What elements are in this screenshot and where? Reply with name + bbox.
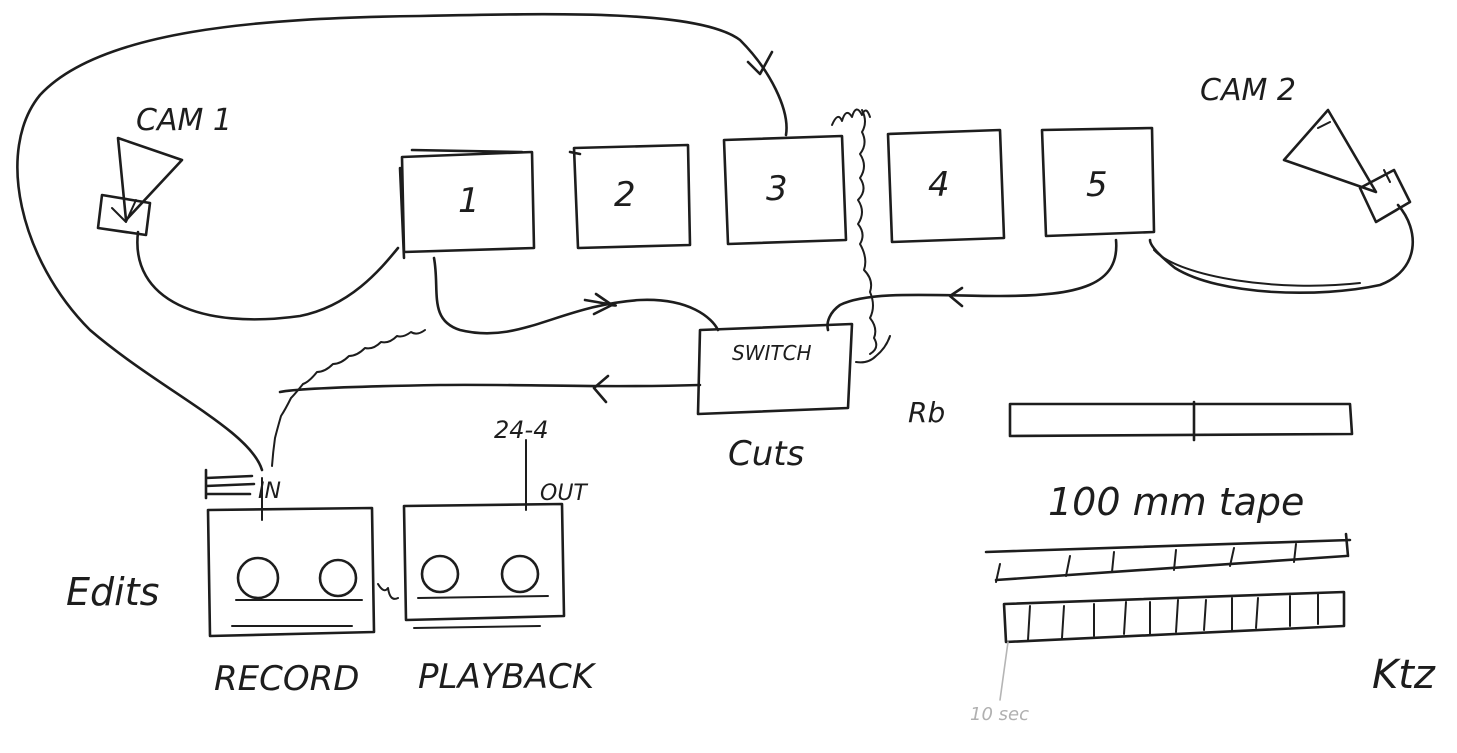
cam1-to-monitor-1 [137, 232, 398, 319]
monitor-5-number: 5 [1086, 165, 1108, 205]
cuts-label: Cuts [728, 434, 804, 474]
arrowhead-switch-out [594, 376, 608, 402]
playback-deck [404, 504, 564, 628]
switch-outline [698, 324, 852, 414]
monitor-3-number: 3 [766, 169, 788, 209]
cam2-to-monitor-5-double [1154, 250, 1360, 286]
scratched-word [206, 470, 254, 498]
tape-label: 100 mm tape [1048, 480, 1304, 524]
edits-label: Edits [66, 570, 159, 614]
wavy-monitor1-to-record [272, 330, 425, 466]
monitor-4: 4 [888, 130, 1004, 242]
playback-label: PLAYBACK [418, 657, 597, 697]
monitor-1-number: 1 [458, 181, 480, 221]
switch-box: SWITCH [698, 324, 852, 414]
playback-reel-left [422, 556, 458, 592]
monitor-1-to-switch [434, 258, 718, 333]
tape-strip-3 [1004, 592, 1344, 642]
monitor-4-number: 4 [928, 165, 950, 205]
scribble-mid: Rb [908, 396, 945, 429]
record-deck [208, 508, 374, 636]
record-in-label: IN [258, 479, 281, 504]
switch-output-line [280, 385, 700, 392]
record-reel-right [320, 560, 356, 596]
camera-1 [98, 138, 182, 235]
timecode-label: 24-4 [494, 416, 548, 444]
deck-link [378, 584, 398, 599]
tape-strip-1 [1010, 402, 1352, 440]
cam2-label: CAM 2 [1200, 73, 1296, 108]
camera-2 [1284, 110, 1410, 222]
monitor-1: 1 [400, 150, 534, 258]
record-tape-path [232, 600, 362, 626]
monitor-5: 5 [1042, 128, 1154, 236]
switch-right-squiggle [856, 336, 890, 362]
arrowhead-to-switch [585, 294, 616, 314]
monitor-3: 3 [724, 136, 846, 244]
record-deck-box [208, 508, 374, 636]
scribble-right: Ktz [1372, 652, 1436, 698]
playback-reel-right [502, 556, 538, 592]
playback-tape-path [414, 596, 548, 628]
record-reel-left [238, 558, 278, 598]
tape-scale-note: 10 sec [970, 704, 1029, 725]
arrowhead-monitor5 [950, 288, 962, 306]
wavy-monitor-to-switch [858, 110, 876, 354]
playback-out-label: OUT [540, 481, 588, 506]
tape-strip-2 [986, 534, 1350, 582]
tape-strip-1-outline [1010, 404, 1352, 436]
tape-strip-3-outline [1004, 592, 1344, 642]
record-label: RECORD [214, 659, 359, 699]
cam1-label: CAM 1 [136, 103, 232, 138]
feed-loop-to-monitor-3 [17, 14, 786, 470]
monitor-2-number: 2 [614, 175, 636, 215]
switch-label: SWITCH [732, 341, 812, 365]
monitor-2: 2 [570, 145, 690, 248]
tape-scale-pointer [1000, 642, 1008, 700]
